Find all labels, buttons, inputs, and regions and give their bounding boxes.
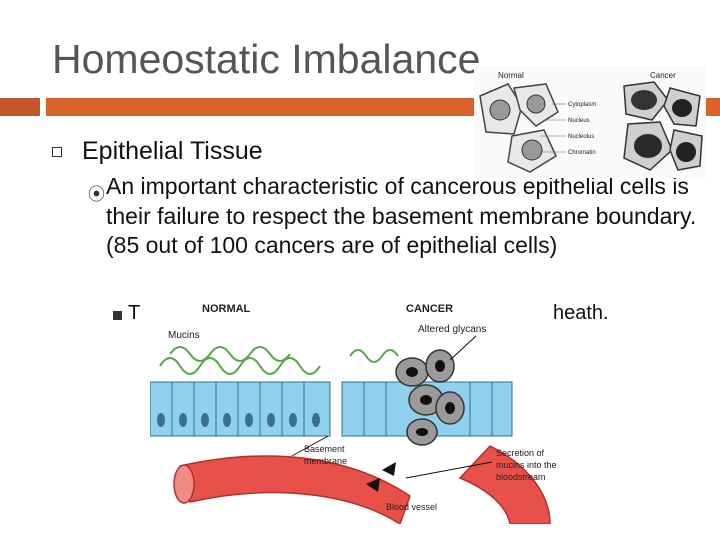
normal-cells-icon bbox=[479, 83, 559, 173]
blood-vessel-label: Blood vessel bbox=[386, 502, 437, 512]
paragraph-bullet: An important characteristic of cancerous… bbox=[106, 173, 697, 258]
basement-label-line1: Basement bbox=[304, 444, 345, 454]
cell-label-nucleus: Nucleus bbox=[568, 118, 590, 124]
cancer-cells-icon bbox=[623, 81, 703, 171]
normal-tissue-label: NORMAL bbox=[202, 303, 251, 315]
square-bullet-icon bbox=[52, 147, 62, 157]
secretion-label-line1: Secretion of bbox=[496, 448, 545, 458]
slide-title: Homeostatic Imbalance bbox=[52, 36, 481, 82]
square-filled-bullet-icon bbox=[113, 311, 122, 320]
secretion-label-line2: mucins into the bbox=[496, 460, 557, 470]
cell-label-nucleolus: Nucleolus bbox=[568, 134, 594, 140]
circle-arrow-bullet-icon: ⦿ bbox=[88, 185, 105, 204]
sub-bullet-end: heath. bbox=[553, 302, 609, 324]
normal-cell-label: Normal bbox=[498, 71, 524, 80]
blood-vessel-icon bbox=[179, 455, 411, 524]
mucins-label: Mucins bbox=[168, 330, 200, 341]
tissue-diagram: NORMAL CANCER Mucins Altered glycans bbox=[150, 303, 557, 524]
accent-bar-left bbox=[0, 98, 40, 116]
cell-label-chromatin: Chromatin bbox=[568, 150, 596, 156]
cancer-epithelium-icon bbox=[341, 349, 513, 446]
cell-label-cytoplasm: Cytoplasm bbox=[568, 102, 596, 108]
sub-bullet-start: T bbox=[128, 302, 141, 324]
glycans-label: Altered glycans bbox=[418, 324, 486, 335]
normal-epithelium-icon bbox=[150, 346, 331, 437]
secretion-label-line3: bloodstream bbox=[496, 472, 546, 482]
heading-bullet: Epithelial Tissue bbox=[82, 137, 263, 165]
basement-label-line2: membrane bbox=[304, 456, 347, 466]
cancer-tissue-label: CANCER bbox=[406, 303, 453, 315]
cancer-cell-label: Cancer bbox=[650, 71, 676, 80]
cell-comparison-figure: Normal Cancer Cytoplasm Nucleus Nucleolu… bbox=[474, 66, 706, 178]
